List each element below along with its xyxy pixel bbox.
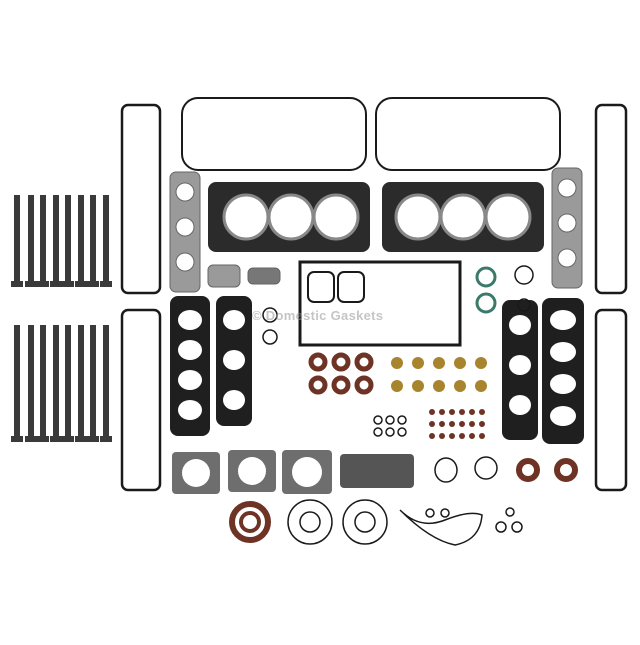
head-bolts-bottom — [11, 325, 112, 442]
head-gaskets — [208, 182, 544, 252]
intake-ports — [178, 310, 576, 426]
intake-manifold-gaskets — [170, 296, 584, 444]
valley-gasket — [298, 260, 462, 347]
exhaust-manifold-gaskets — [169, 167, 583, 293]
valve-stem-seals — [391, 357, 487, 392]
black-o-rings — [262, 307, 523, 546]
valve-cover-gaskets — [120, 103, 628, 492]
head-bolts-top — [11, 195, 112, 287]
misc-seals — [475, 266, 497, 314]
brown-seals — [229, 352, 578, 543]
misc-black-rings — [514, 265, 534, 312]
small-brown-seals — [429, 409, 485, 439]
throttle-body-bores — [182, 457, 322, 487]
rocker-cover-gaskets — [181, 97, 561, 171]
watermark: © Domestic Gaskets — [252, 308, 384, 323]
